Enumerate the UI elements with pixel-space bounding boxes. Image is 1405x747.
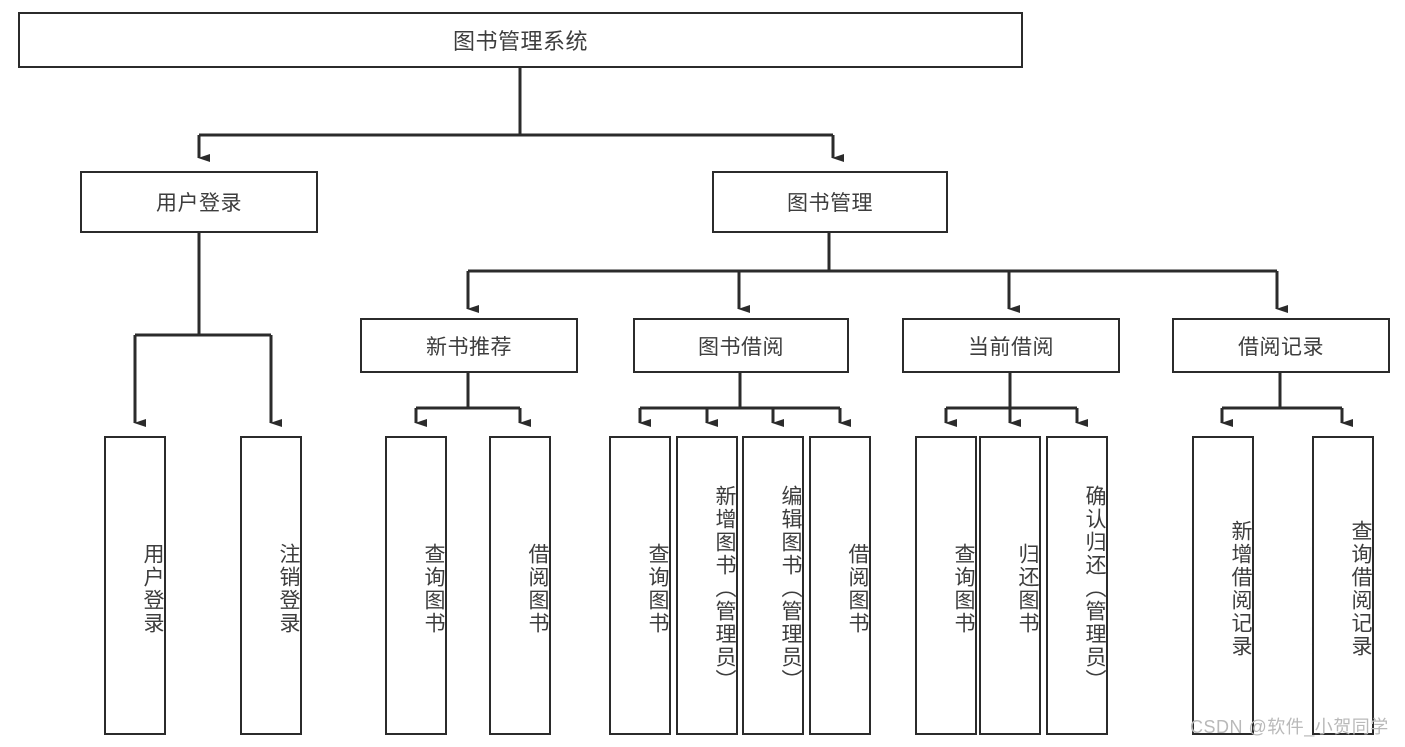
node-label: 归还图书 xyxy=(1016,542,1039,635)
leaf-add-book-admin[interactable]: 新增图书（管理员） xyxy=(676,436,738,735)
node-label: 新书推荐 xyxy=(426,335,512,359)
node-label: 查询图书 xyxy=(646,542,669,635)
node-label: 查询图书 xyxy=(422,542,445,635)
watermark: CSDN @软件_小贺同学 xyxy=(1190,717,1389,737)
node-label: 注销登录 xyxy=(277,542,300,635)
node-borrow-record[interactable]: 借阅记录 xyxy=(1172,318,1390,373)
node-label: 当前借阅 xyxy=(968,335,1054,359)
node-label: 用户登录 xyxy=(156,192,242,215)
node-label: 图书管理系统 xyxy=(452,29,588,54)
node-label: 图书管理 xyxy=(787,192,873,215)
leaf-add-borrow-record[interactable]: 新增借阅记录 xyxy=(1192,436,1254,735)
leaf-query-borrow-record[interactable]: 查询借阅记录 xyxy=(1312,436,1374,735)
node-root-system[interactable]: 图书管理系统 xyxy=(18,12,1023,68)
leaf-edit-book-admin[interactable]: 编辑图书（管理员） xyxy=(742,436,804,735)
node-current-borrow[interactable]: 当前借阅 xyxy=(902,318,1120,373)
leaf-borrow-book[interactable]: 借阅图书 xyxy=(809,436,871,735)
node-new-book-recommend[interactable]: 新书推荐 xyxy=(360,318,578,373)
node-label: 确认归还（管理员） xyxy=(1083,485,1106,692)
leaf-return-book[interactable]: 归还图书 xyxy=(979,436,1041,735)
node-label: 查询借阅记录 xyxy=(1349,519,1372,658)
leaf-borrow-book-new[interactable]: 借阅图书 xyxy=(489,436,551,735)
node-book-borrow[interactable]: 图书借阅 xyxy=(633,318,849,373)
node-label: 借阅图书 xyxy=(846,542,869,635)
node-label: 新增借阅记录 xyxy=(1229,519,1252,658)
node-label: 借阅记录 xyxy=(1238,335,1324,359)
node-label: 借阅图书 xyxy=(526,542,549,635)
leaf-confirm-return-admin[interactable]: 确认归还（管理员） xyxy=(1046,436,1108,735)
node-book-management[interactable]: 图书管理 xyxy=(712,171,948,233)
node-user-login[interactable]: 用户登录 xyxy=(80,171,318,233)
leaf-query-book-current[interactable]: 查询图书 xyxy=(915,436,977,735)
node-label: 编辑图书（管理员） xyxy=(779,485,802,692)
leaf-query-book-new[interactable]: 查询图书 xyxy=(385,436,447,735)
node-label: 查询图书 xyxy=(952,542,975,635)
leaf-user-login[interactable]: 用户登录 xyxy=(104,436,166,735)
node-label: 图书借阅 xyxy=(698,335,784,359)
node-label: 新增图书（管理员） xyxy=(713,485,736,692)
leaf-logout[interactable]: 注销登录 xyxy=(240,436,302,735)
leaf-query-book-borrow[interactable]: 查询图书 xyxy=(609,436,671,735)
node-label: 用户登录 xyxy=(141,542,164,635)
